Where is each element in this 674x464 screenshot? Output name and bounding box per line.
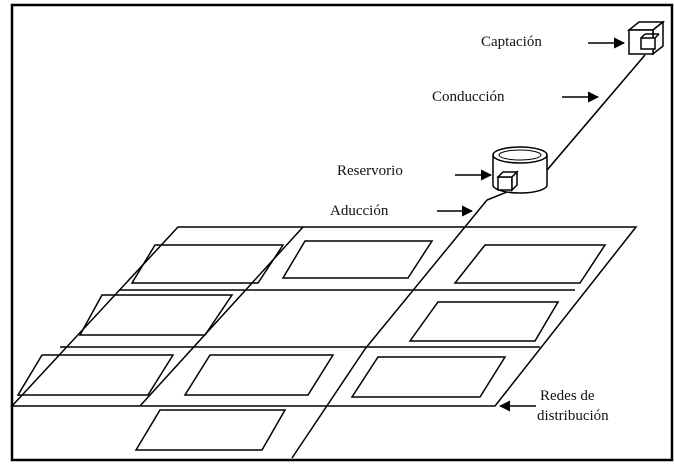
block-7 — [183, 354, 335, 396]
block-4 — [78, 294, 234, 336]
street-diagonal-1 — [139, 226, 304, 407]
diagram-frame — [10, 3, 674, 462]
label-redes-line2: distribución — [537, 408, 609, 424]
network-boundary — [10, 226, 638, 407]
label-aduccion: Aducción — [330, 203, 389, 219]
label-reservorio: Reservorio — [337, 163, 403, 179]
block-9 — [134, 409, 287, 451]
distribution-network — [10, 199, 638, 459]
block-6 — [16, 354, 175, 396]
label-captacion: Captación — [481, 34, 542, 50]
block-8 — [350, 356, 507, 398]
intake-structure — [626, 20, 666, 56]
label-conduccion: Conducción — [432, 89, 505, 105]
block-5 — [408, 301, 560, 342]
street-diagonal-2 — [291, 348, 366, 459]
block-2 — [281, 240, 434, 279]
block-3 — [453, 244, 607, 284]
reservoir-tank — [492, 146, 548, 194]
block-1 — [130, 244, 285, 284]
adduction-line — [364, 199, 488, 350]
label-redes-line1: Redes de — [540, 388, 595, 404]
conduction-pipe — [529, 54, 646, 191]
